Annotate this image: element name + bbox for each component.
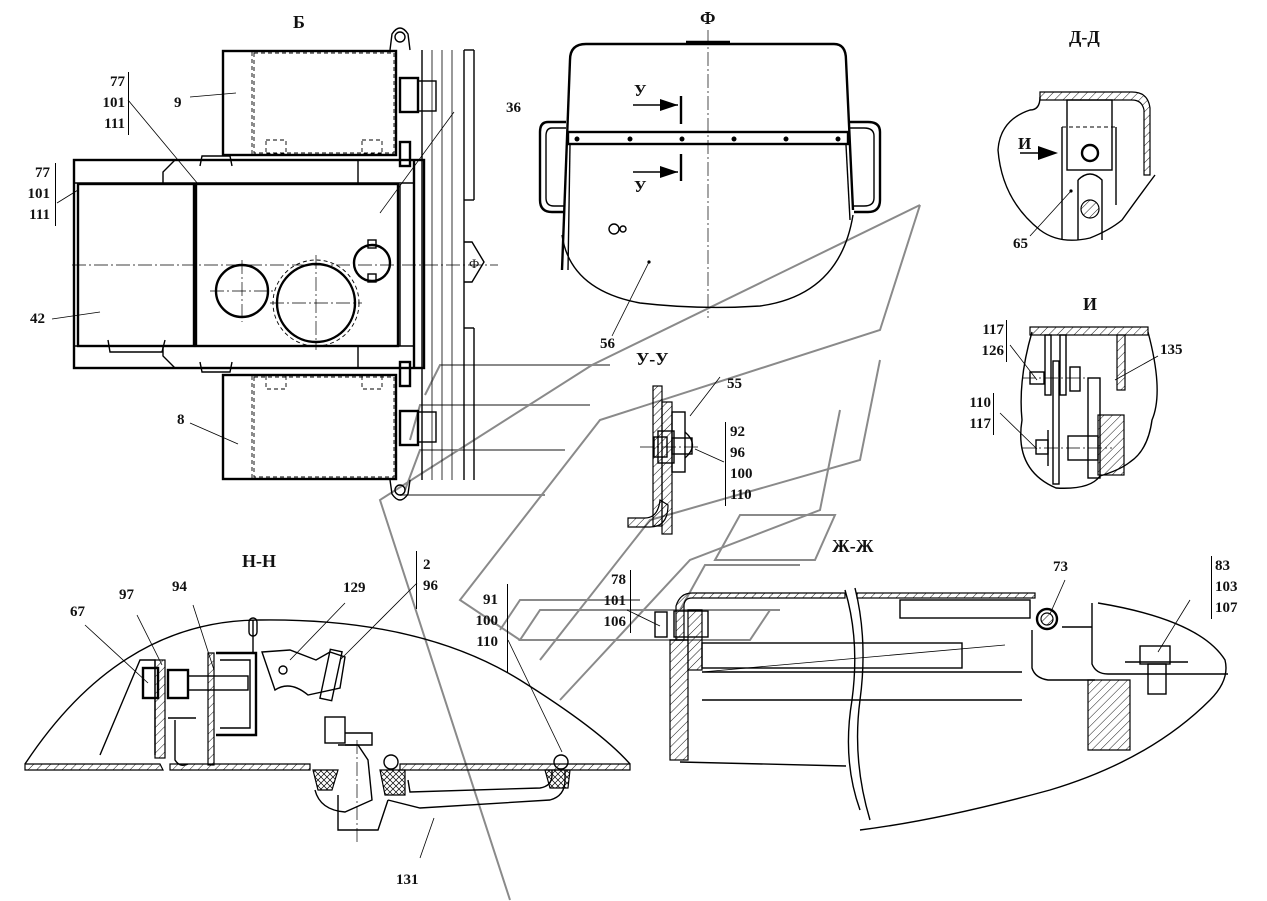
view-f-marker: Ф: [469, 256, 480, 271]
view-uu-title: У-У: [636, 349, 669, 369]
callout-stack-117-126: 117 126: [976, 320, 1007, 362]
callout-stack-78-101-106: 78 101 106: [596, 570, 631, 633]
view-dd-title: Д-Д: [1069, 27, 1100, 47]
callout-stack-77-101-111-left: 77 101 111: [22, 163, 56, 226]
callout-94: 94: [172, 579, 187, 595]
view-nn-title: Н-Н: [242, 551, 276, 571]
view-zhzh-drawing: [626, 579, 1228, 831]
view-i-arrow-label: И: [1018, 134, 1032, 153]
callout-36: 36: [506, 100, 521, 116]
view-f-title: Ф: [700, 8, 716, 28]
callout-stack-92-96-100-110: 92 96 100 110: [725, 422, 766, 506]
callout-131: 131: [396, 872, 419, 888]
callout-stack-2-96: 2 96: [416, 551, 447, 609]
view-i-title: И: [1083, 294, 1098, 314]
callout-stack-83-103-107: 83 103 107: [1211, 556, 1251, 619]
view-uu-drawing: [627, 376, 725, 535]
view-nn-drawing: [24, 582, 631, 859]
callout-129: 129: [343, 580, 366, 596]
callout-42: 42: [30, 311, 45, 327]
callout-stack-91-100-110: 91 100 110: [468, 584, 508, 673]
callout-56: 56: [600, 336, 615, 352]
callout-9: 9: [174, 95, 182, 111]
callout-67: 67: [70, 604, 85, 620]
view-b-drawing: [51, 27, 498, 501]
callout-stack-110-117: 110 117: [963, 393, 994, 435]
section-mark-u-bottom: У: [634, 177, 647, 196]
watermark-logo: [378, 204, 921, 901]
view-f-drawing: [538, 30, 882, 337]
callout-97: 97: [119, 587, 134, 603]
callout-73: 73: [1053, 559, 1068, 575]
callout-8: 8: [177, 412, 185, 428]
callout-135: 135: [1160, 342, 1183, 358]
view-zhzh-title: Ж-Ж: [832, 536, 874, 556]
view-b-title: Б: [293, 12, 305, 32]
view-dd-drawing: [997, 91, 1156, 241]
callout-65: 65: [1013, 236, 1028, 252]
view-i-drawing: [999, 326, 1159, 489]
callout-55: 55: [727, 376, 742, 392]
callout-stack-77-101-111-top: 77 101 111: [95, 72, 129, 135]
section-mark-u-top: У: [634, 81, 647, 100]
